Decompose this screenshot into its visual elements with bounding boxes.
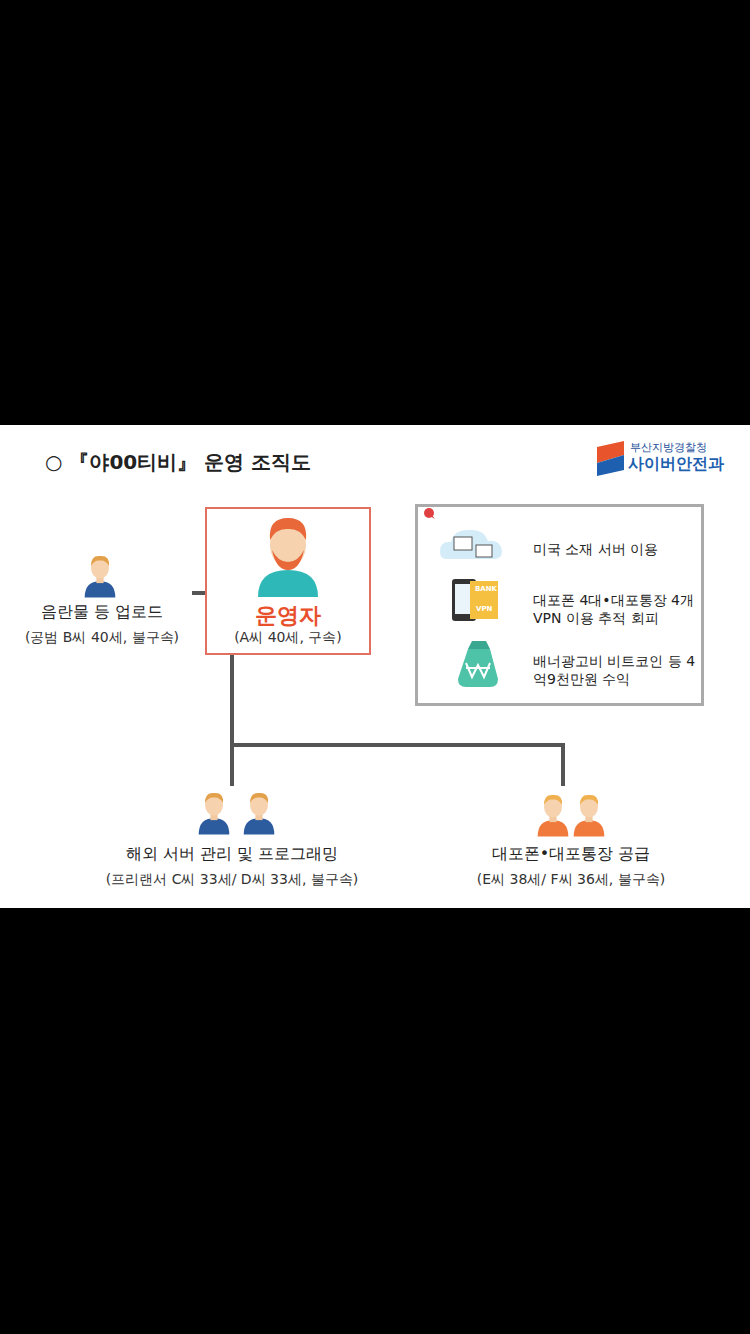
node-heading: 대포폰•대포통장 공급 [431, 844, 711, 865]
node-body: (프리랜서 C씨 33세/ D씨 33세, 불구속) [72, 871, 392, 889]
info-panel: 미국 소재 서버 이용대포폰 4대•대포통장 4개 VPN 이용 추적 회피배너… [415, 504, 704, 706]
info-text: 미국 소재 서버 이용 [533, 540, 698, 558]
person-icon [538, 795, 569, 836]
icon-label: BANK [475, 585, 497, 593]
node-body: (A씨 40세, 구속) [207, 629, 369, 647]
member-group: 해외 서버 관리 및 프로그래밍 (프리랜서 C씨 33세/ D씨 33세, 불구… [72, 786, 392, 889]
operator-box: 운영자(A씨 40세, 구속) [205, 507, 371, 655]
info-icons [418, 507, 528, 697]
node-heading: 해외 서버 관리 및 프로그래밍 [72, 844, 392, 865]
police-logo [597, 441, 624, 476]
connector [192, 591, 205, 595]
logo-subtitle: 부산지방경찰청 [630, 440, 707, 455]
info-text: 배너광고비 비트코인 등 4억9천만원 수익 [533, 652, 701, 688]
logo-title: 사이버안전과 [628, 454, 724, 475]
diagram-title: ○ 『야00티비』 운영 조직도 [45, 449, 311, 476]
member-group: 음란물 등 업로드 (공범 B씨 40세, 불구속) [12, 552, 192, 647]
node-heading: 운영자 [207, 601, 369, 631]
operator-icon [258, 518, 318, 597]
icon-label: VPN [476, 605, 492, 613]
person-icon [574, 795, 605, 836]
person-icon [244, 793, 275, 834]
person-icon [199, 793, 230, 834]
info-text: 대포폰 4대•대포통장 4개 VPN 이용 추적 회피 [533, 591, 701, 627]
member-group: 대포폰•대포통장 공급 (E씨 38세/ F씨 36세, 불구속) [431, 786, 711, 889]
node-body: (E씨 38세/ F씨 36세, 불구속) [431, 871, 711, 889]
node-body: (공범 B씨 40세, 불구속) [12, 629, 192, 647]
person-icon [85, 556, 116, 597]
node-heading: 음란물 등 업로드 [12, 602, 192, 623]
connector [232, 655, 563, 786]
